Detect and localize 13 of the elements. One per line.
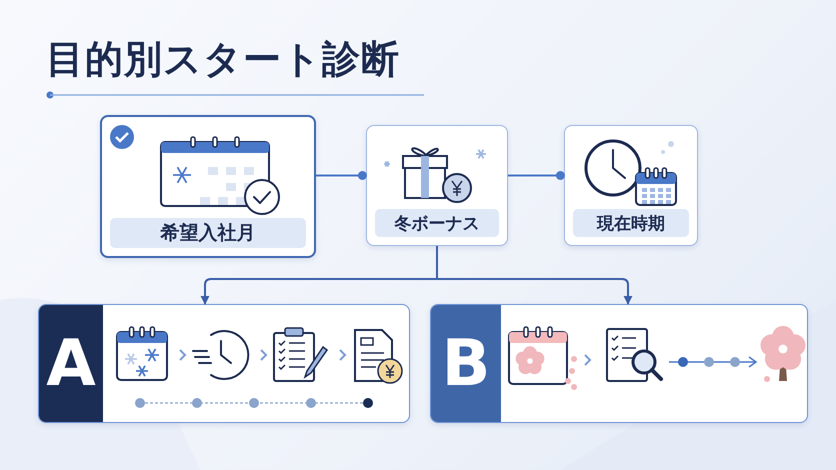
route-letter: B [431,305,501,422]
option-card [564,125,698,246]
connector-line [508,171,565,180]
card-label: 冬ボーナス [375,209,499,237]
option-card [366,125,508,246]
route-letter: A [39,305,103,422]
option-card [100,115,316,258]
card-label: 現在時期 [573,209,689,237]
route-panel [430,304,808,423]
title: 目的別スタート診断 [46,36,400,83]
connector-line [316,171,367,180]
card-label: 希望入社月 [110,218,306,248]
route-panel [38,304,410,423]
